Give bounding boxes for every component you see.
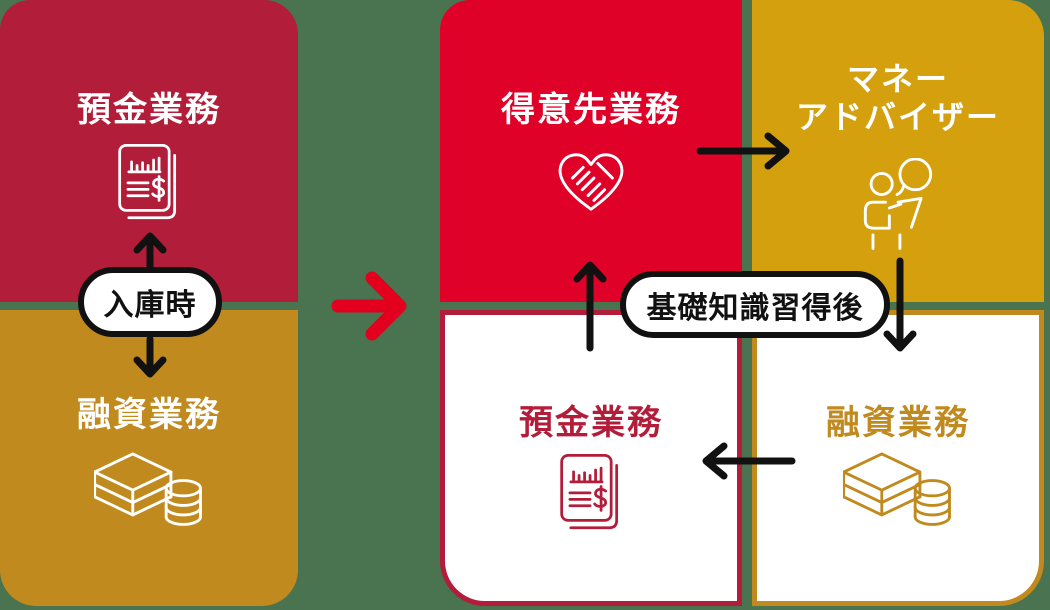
money-advisor-label: マネー アドバイザー xyxy=(752,60,1044,136)
flow-right-arrow-icon xyxy=(331,271,408,341)
knowledge-acquired-badge-label: 基礎知識習得後 xyxy=(646,291,864,325)
document-dollar-icon xyxy=(116,142,182,222)
card-customer-relations: 得意先業務 xyxy=(440,0,742,302)
cash-stack-icon xyxy=(94,452,204,534)
deposit-after-label: 預金業務 xyxy=(519,404,663,442)
loan-after-label: 融資業務 xyxy=(826,404,970,442)
knowledge-acquired-badge: 基礎知識習得後 xyxy=(620,271,890,338)
advisor-icon xyxy=(855,158,941,258)
loan-before-label: 融資業務 xyxy=(77,396,221,434)
card-loan-after: 融資業務 xyxy=(752,310,1044,606)
arrow-up-to-deposit xyxy=(132,231,168,275)
money-advisor-label-line2: アドバイザー xyxy=(795,99,1000,135)
arrow-loan-to-deposit xyxy=(698,441,796,481)
arrow-deposit-to-customer xyxy=(572,260,608,352)
customer-relations-label: 得意先業務 xyxy=(501,91,681,129)
cash-stack-icon xyxy=(843,452,953,534)
arrow-customer-to-advisor xyxy=(696,131,794,171)
arrow-down-to-loan xyxy=(132,335,168,379)
handshake-heart-icon xyxy=(553,144,629,216)
entry-time-badge: 入庫時 xyxy=(78,267,222,337)
card-deposit-after: 預金業務 xyxy=(440,310,742,606)
money-advisor-label-line1: マネー xyxy=(846,61,949,97)
card-money-advisor: マネー アドバイザー xyxy=(752,0,1044,302)
arrow-advisor-to-loan xyxy=(882,257,918,353)
document-dollar-icon xyxy=(558,452,624,532)
entry-time-badge-label: 入庫時 xyxy=(103,289,197,322)
deposit-before-label: 預金業務 xyxy=(77,91,221,129)
